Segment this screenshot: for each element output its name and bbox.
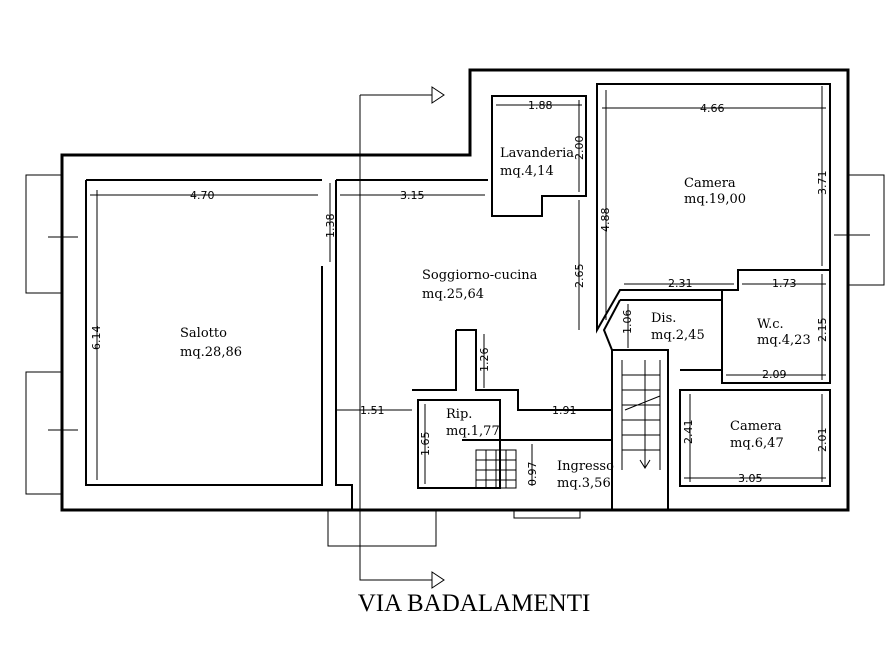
entrance-porch	[327, 509, 581, 547]
room-area-salotto: mq.28,86	[180, 345, 242, 360]
dim-wall-gap: 1.38	[324, 214, 337, 239]
dim-soggiorno-width: 3.15	[400, 189, 425, 202]
dim-cam2-height: 2.41	[682, 420, 695, 445]
stairs	[611, 349, 669, 511]
dim-sog-height: 2.65	[573, 264, 586, 289]
dim-cam1-height: 3.71	[816, 171, 829, 196]
dim-lav-height: 2.00	[573, 136, 586, 161]
room-name-camera2: Camera	[730, 419, 782, 434]
dim-cam2-width: 3.05	[738, 472, 763, 485]
dim-cam1-left: 4.88	[599, 208, 612, 233]
room-area-ingresso: mq.3,56	[557, 476, 611, 491]
dimension-labels: 4.70 6.14 1.38 3.15 1.88 2.00 4.66 3.71 …	[90, 99, 829, 486]
room-name-soggiorno: Soggiorno-cucina	[422, 268, 538, 283]
section-arrows	[359, 86, 445, 589]
dimension-lines	[90, 86, 826, 486]
room-labels: Salotto mq.28,86 Soggiorno-cucina mq.25,…	[180, 146, 811, 491]
room-area-camera1: mq.19,00	[684, 192, 746, 207]
dim-cam2-height2: 2.01	[816, 428, 829, 453]
room-area-dis: mq.2,45	[651, 328, 705, 343]
dim-lav-width: 1.88	[528, 99, 553, 112]
left-balconies	[25, 174, 78, 495]
dim-wc-width2: 2.09	[762, 368, 787, 381]
dim-corridor-width: 1.51	[360, 404, 385, 417]
dim-stair-height: 0.97	[526, 462, 539, 487]
camera1-walls	[596, 83, 831, 334]
dim-salotto-width: 4.70	[190, 189, 215, 202]
room-area-lavanderia: mq.4,14	[500, 164, 554, 179]
dim-wc-width: 1.73	[772, 277, 797, 290]
dim-wc-height: 2.15	[816, 318, 829, 343]
dis-walls	[602, 299, 723, 371]
dim-salotto-height: 6.14	[90, 326, 103, 351]
dim-rip-top: 1.26	[478, 348, 491, 373]
right-balcony	[834, 174, 885, 286]
room-name-ingresso: Ingresso	[557, 459, 614, 474]
dim-ingresso-width: 1.91	[552, 404, 577, 417]
outer-walls	[60, 68, 850, 512]
room-name-wc: W.c.	[757, 317, 784, 332]
room-name-camera1: Camera	[684, 176, 736, 191]
camera2-walls	[679, 389, 831, 487]
room-area-soggiorno: mq.25,64	[422, 287, 484, 302]
room-name-dis: Dis.	[651, 311, 676, 326]
dim-rip-height: 1.65	[419, 432, 432, 457]
lavanderia-walls	[491, 95, 587, 217]
room-area-rip: mq.1,77	[446, 424, 500, 439]
room-area-wc: mq.4,23	[757, 333, 811, 348]
room-area-camera2: mq.6,47	[730, 436, 784, 451]
room-name-rip: Rip.	[446, 407, 472, 422]
dim-dis-height: 1.06	[621, 310, 634, 335]
street-label: VIA BADALAMENTI	[358, 590, 591, 617]
room-name-salotto: Salotto	[180, 326, 227, 341]
room-name-lavanderia: Lavanderia	[500, 146, 574, 161]
dim-cam1-width: 4.66	[700, 102, 725, 115]
dim-dis-width: 2.31	[668, 277, 693, 290]
